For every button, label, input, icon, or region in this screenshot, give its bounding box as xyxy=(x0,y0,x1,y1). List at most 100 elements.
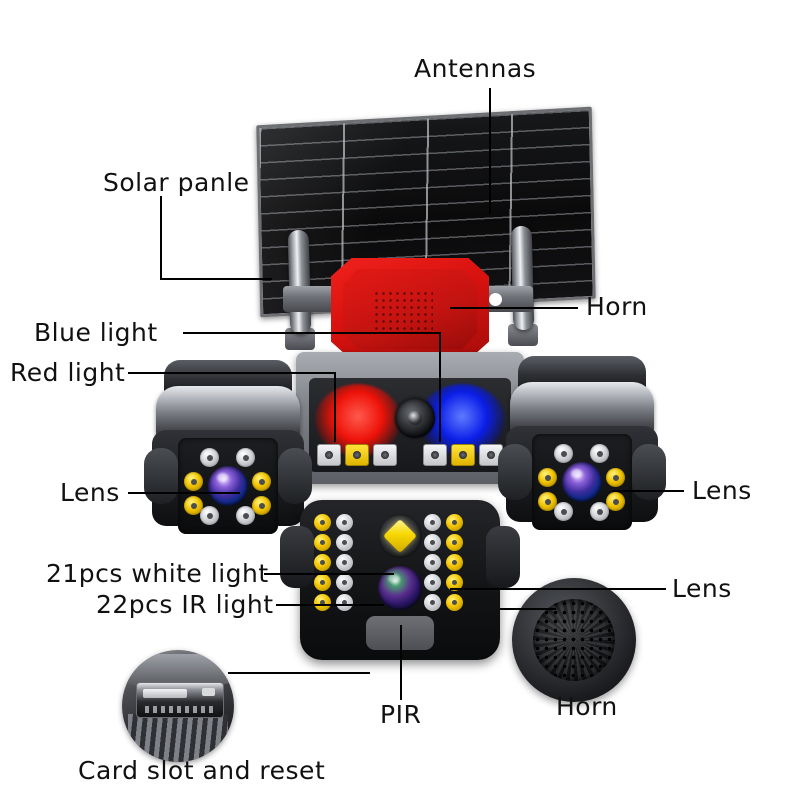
leader-card-slot xyxy=(228,672,370,674)
white-led xyxy=(424,554,441,571)
antenna-left xyxy=(287,229,312,335)
white-led xyxy=(336,514,353,531)
leader-horn-bottom xyxy=(500,608,556,610)
white-led xyxy=(424,574,441,591)
label-horn-top: Horn xyxy=(586,292,648,321)
label-horn-bottom: Horn xyxy=(556,692,618,721)
red-horn-speaker xyxy=(331,258,489,360)
ir-led-column-right xyxy=(446,514,463,611)
label-ir-light: 22pcs IR light xyxy=(96,590,274,619)
white-led xyxy=(554,444,573,463)
leader-ir-light xyxy=(276,604,384,606)
label-card-slot: Card slot and reset xyxy=(78,756,326,785)
ir-led xyxy=(606,492,625,511)
white-led xyxy=(590,444,609,463)
ir-led xyxy=(446,574,463,591)
ir-led xyxy=(538,468,557,487)
horn-speaker-closeup xyxy=(512,578,636,702)
led-module-white xyxy=(423,444,447,466)
ir-led xyxy=(314,514,331,531)
ir-led xyxy=(538,492,557,511)
led-module-white xyxy=(317,444,341,466)
led-module-white xyxy=(479,444,503,466)
ir-led xyxy=(314,594,331,611)
white-led xyxy=(200,448,219,467)
label-lens-left: Lens xyxy=(60,478,120,507)
alarm-light-faceplate xyxy=(309,378,511,472)
ir-led xyxy=(252,472,271,491)
label-lens-right-upper: Lens xyxy=(692,476,752,505)
white-led xyxy=(424,534,441,551)
reset-button xyxy=(202,688,215,696)
speaker-mesh xyxy=(533,599,615,681)
camera-face xyxy=(532,434,632,530)
card-bay xyxy=(136,682,224,718)
ir-led-column-left xyxy=(314,514,331,611)
camera-pivot-left xyxy=(144,448,178,504)
ir-led xyxy=(446,534,463,551)
white-led xyxy=(590,502,609,521)
leader-red-vertical xyxy=(334,372,336,442)
leader-red-horizontal xyxy=(128,372,336,374)
bay-label-text xyxy=(145,706,213,713)
ir-led xyxy=(252,496,271,515)
led-module-yellow xyxy=(451,444,475,466)
card-slot-closeup xyxy=(122,650,234,762)
center-lens xyxy=(395,398,435,438)
led-module-row-left xyxy=(317,444,397,466)
ir-led xyxy=(446,554,463,571)
camera-pivot-right xyxy=(278,448,312,504)
white-led xyxy=(336,534,353,551)
led-module-yellow xyxy=(345,444,369,466)
leader-pir xyxy=(400,625,402,700)
ir-led xyxy=(314,534,331,551)
floodlight-gem xyxy=(383,519,417,553)
label-lens-right-lower: Lens xyxy=(672,574,732,603)
camera-lens xyxy=(208,466,248,506)
white-led-column-left xyxy=(336,514,353,611)
label-red-light: Red light xyxy=(10,358,126,387)
horn-grille xyxy=(373,290,433,332)
leader-blue-horizontal xyxy=(183,332,441,334)
label-antennas: Antennas xyxy=(414,54,537,83)
white-led xyxy=(236,448,255,467)
camera-lens xyxy=(562,462,602,502)
ir-led xyxy=(446,594,463,611)
side-camera-left xyxy=(144,360,312,540)
sd-card xyxy=(143,689,187,698)
camera-face xyxy=(178,438,278,534)
ir-led xyxy=(184,472,203,491)
side-camera-right xyxy=(498,356,666,536)
crossbar-hole xyxy=(489,293,502,306)
white-led xyxy=(336,574,353,591)
camera-pivot-left xyxy=(498,444,532,500)
leader-white-light xyxy=(264,573,394,575)
ir-led xyxy=(314,574,331,591)
leader-antennas xyxy=(489,88,491,214)
floodlight xyxy=(378,514,422,558)
bottom-camera-arm-right xyxy=(486,526,520,588)
label-white-light: 21pcs white light xyxy=(46,559,269,588)
led-module-white xyxy=(373,444,397,466)
white-led xyxy=(236,506,255,525)
speaker-mesh-holes xyxy=(533,599,615,681)
white-led xyxy=(200,506,219,525)
white-led xyxy=(424,594,441,611)
leader-solar-vertical xyxy=(160,196,162,280)
white-led xyxy=(336,554,353,571)
leader-horn-top xyxy=(450,307,578,309)
white-led xyxy=(554,502,573,521)
label-pir: PIR xyxy=(380,700,422,729)
led-module-row-right xyxy=(423,444,503,466)
leader-blue-vertical xyxy=(439,332,441,442)
label-blue-light: Blue light xyxy=(34,318,158,347)
leader-lens-right-upper xyxy=(612,490,684,492)
label-solar-panel: Solar panle xyxy=(103,168,250,197)
ir-led xyxy=(446,514,463,531)
leader-lens-left xyxy=(128,492,240,494)
heatsink-fins xyxy=(128,714,228,762)
white-led xyxy=(336,594,353,611)
white-led-column-right xyxy=(424,514,441,611)
ir-led xyxy=(184,496,203,515)
